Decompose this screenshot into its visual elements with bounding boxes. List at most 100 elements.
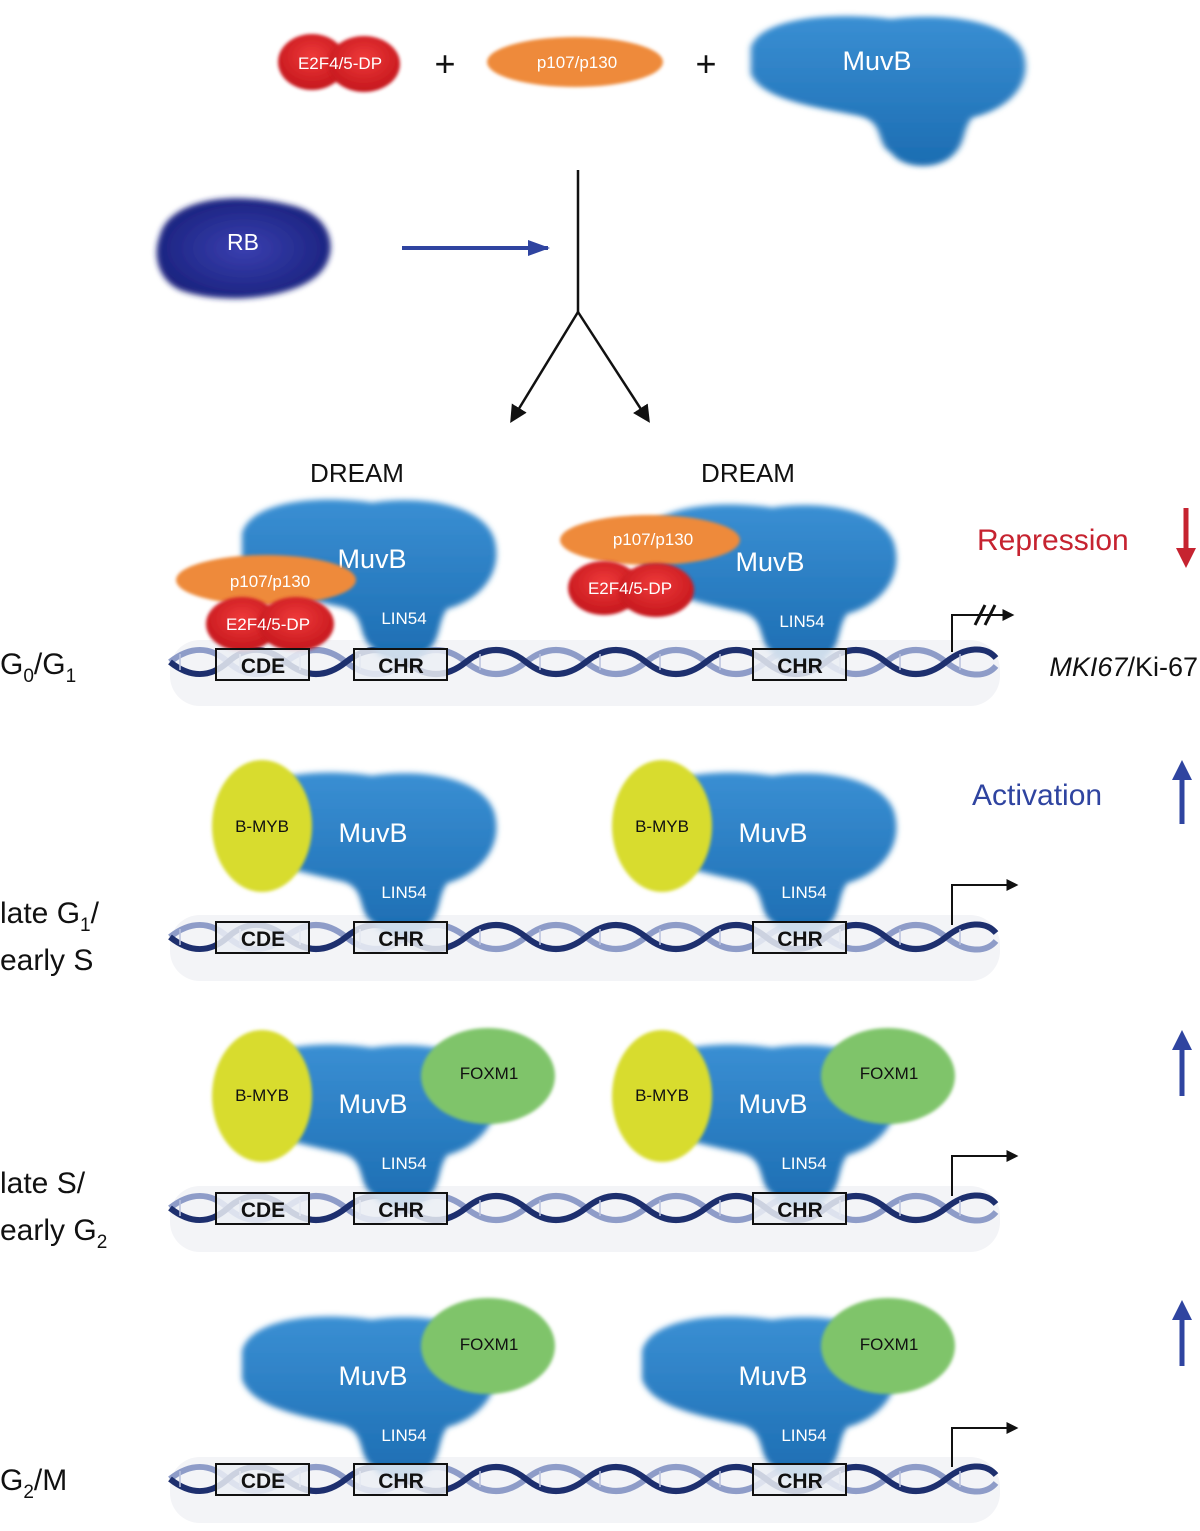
- promoter-arrow-1: [951, 609, 1015, 652]
- chr-box: [353, 1463, 448, 1496]
- activation-label: Activation: [972, 779, 1102, 812]
- cde-box: [215, 648, 310, 681]
- cde-box: [215, 1192, 310, 1225]
- dream-label-left: DREAM: [310, 458, 404, 488]
- plus-sign-2: +: [695, 43, 716, 84]
- cde-label: CDE: [241, 1199, 285, 1222]
- block-mark-1a: [973, 604, 987, 626]
- foxm1-label: FOXM1: [860, 1064, 919, 1083]
- phase-label-early-s: early S: [0, 944, 93, 977]
- muvb-label: MuvB: [738, 1361, 807, 1391]
- row-late-s: B-MYB FOXM1 MuvB LIN54 B-MYB FOXM1 MuvB …: [0, 1028, 1019, 1253]
- dream-label-right: DREAM: [701, 458, 795, 488]
- plus-sign-1: +: [434, 43, 455, 84]
- chr-label: CHR: [777, 1199, 823, 1222]
- phase-label-g2m: G2/M: [0, 1464, 67, 1503]
- activation-arrow-2-head: [1172, 1030, 1192, 1050]
- foxm1-shape: [821, 1298, 955, 1394]
- phase-label-g0g1: G0/G1: [0, 648, 76, 687]
- bmyb-label: B-MYB: [235, 1086, 289, 1105]
- lin54-label: LIN54: [779, 612, 824, 631]
- p107-label: p107/p130: [613, 530, 693, 549]
- assembly-arrow-right: [576, 311, 650, 423]
- chr-box: [752, 921, 847, 954]
- chr-box: [752, 1192, 847, 1225]
- bmyb-label: B-MYB: [235, 817, 289, 836]
- chr-label: CHR: [378, 1199, 424, 1222]
- chr-box: [353, 921, 448, 954]
- row-late-g1: B-MYB MuvB LIN54 B-MYB MuvB LIN54 CDE CH…: [0, 760, 1019, 981]
- top-muvb-label: MuvB: [842, 46, 911, 76]
- p107-label: p107/p130: [230, 572, 310, 591]
- foxm1-shape: [421, 1028, 555, 1124]
- cde-label: CDE: [241, 1470, 285, 1493]
- lin54-label: LIN54: [781, 1426, 826, 1445]
- lin54-label: LIN54: [781, 883, 826, 902]
- top-muvb-protein: [750, 16, 1026, 167]
- muvb-label: MuvB: [338, 818, 407, 848]
- top-p107-label: p107/p130: [537, 53, 617, 72]
- row-g2m: FOXM1 MuvB LIN54 FOXM1 MuvB LIN54 CDE CH…: [0, 1298, 1019, 1523]
- chr-label: CHR: [777, 655, 823, 678]
- repression-arrow-head: [1176, 548, 1196, 568]
- rb-label: RB: [227, 229, 259, 255]
- phase-label-late-s: late S/: [0, 1167, 86, 1200]
- bmyb-shape: [212, 760, 312, 892]
- bmyb-shape: [612, 1030, 712, 1162]
- e2f-shape-a: [206, 597, 278, 651]
- lin54-label: LIN54: [381, 1426, 426, 1445]
- top-e2f-label: E2F4/5-DP: [298, 54, 382, 73]
- gene-label: MKI67/Ki-67: [1049, 652, 1198, 682]
- chr-box: [752, 648, 847, 681]
- p107-shape: [560, 515, 740, 565]
- muvb-label: MuvB: [738, 1089, 807, 1119]
- cde-box: [215, 1463, 310, 1496]
- repression-label: Repression: [977, 524, 1129, 557]
- cde-label: CDE: [241, 655, 285, 678]
- bmyb-shape: [612, 760, 712, 892]
- assembly-arrow-left: [510, 311, 580, 423]
- cde-box: [215, 921, 310, 954]
- e2f-shape-b: [618, 563, 694, 617]
- chr-label: CHR: [378, 1470, 424, 1493]
- lin54-label: LIN54: [781, 1154, 826, 1173]
- cde-label: CDE: [241, 928, 285, 951]
- p107-shape: [176, 555, 356, 605]
- foxm1-shape: [821, 1028, 955, 1124]
- e2f-label: E2F4/5-DP: [226, 615, 310, 634]
- foxm1-label: FOXM1: [460, 1064, 519, 1083]
- chr-box: [353, 1192, 448, 1225]
- block-mark-1b: [983, 604, 997, 626]
- foxm1-label: FOXM1: [460, 1335, 519, 1354]
- promoter-arrow-3: [951, 1150, 1019, 1196]
- muvb-label: MuvB: [337, 544, 406, 574]
- activation-arrow-head: [1172, 760, 1192, 780]
- chr-box: [353, 648, 448, 681]
- bmyb-label: B-MYB: [635, 1086, 689, 1105]
- muvb-label: MuvB: [338, 1361, 407, 1391]
- e2f-label: E2F4/5-DP: [588, 579, 672, 598]
- rb-protein: RB: [156, 198, 331, 299]
- promoter-arrow-2: [951, 879, 1019, 925]
- top-e2f-protein: E2F4/5-DP: [278, 34, 400, 92]
- foxm1-shape: [421, 1298, 555, 1394]
- phase-label-late-g1: late G1/: [0, 897, 100, 936]
- chr-box: [752, 1463, 847, 1496]
- rb-arrow-head: [528, 240, 550, 256]
- chr-label: CHR: [378, 655, 424, 678]
- lin54-label: LIN54: [381, 1154, 426, 1173]
- bmyb-shape: [212, 1030, 312, 1162]
- chr-label: CHR: [378, 928, 424, 951]
- muvb-label: MuvB: [338, 1089, 407, 1119]
- chr-label: CHR: [777, 928, 823, 951]
- muvb-label: MuvB: [735, 547, 804, 577]
- e2f-shape-b: [258, 597, 334, 651]
- muvb-label: MuvB: [738, 818, 807, 848]
- top-p107-protein: p107/p130: [487, 37, 663, 87]
- chr-label: CHR: [777, 1470, 823, 1493]
- lin54-label: LIN54: [381, 609, 426, 628]
- row-g0g1: MuvB LIN54 p107/p130 E2F4/5-DP MuvB LIN5…: [0, 499, 1198, 706]
- phase-label-early-g2: early G2: [0, 1214, 107, 1253]
